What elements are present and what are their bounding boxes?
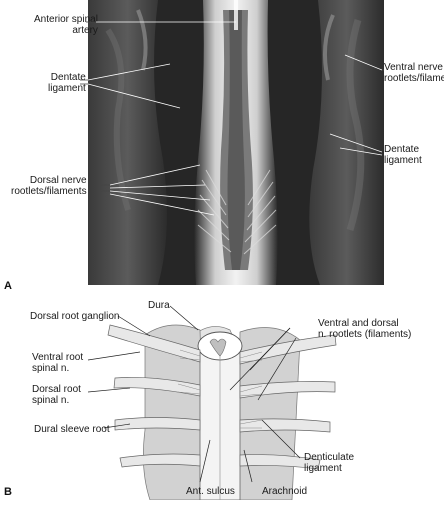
- label-anterior-spinal-artery: Anterior spinal artery: [34, 14, 98, 36]
- mri-coronal-image: [88, 0, 384, 285]
- label-dorsal-nerve-rootlets: Dorsal nerve rootlets/filaments: [11, 175, 87, 197]
- label-ventral-dorsal-rootlets: Ventral and dorsal n. rootlets (filament…: [318, 318, 412, 340]
- label-dural-sleeve-root: Dural sleeve root: [34, 424, 110, 435]
- panel-b-letter: B: [4, 486, 12, 498]
- label-dorsal-root-spinal-n: Dorsal root spinal n.: [32, 384, 81, 406]
- label-dentate-ligament-left: Dentate ligament: [48, 72, 86, 94]
- label-ventral-root-spinal-n: Ventral root spinal n.: [32, 352, 84, 374]
- label-denticulate-ligament: Denticulate ligament: [304, 452, 355, 474]
- mri-drawing: [88, 0, 384, 285]
- label-dorsal-root-ganglion: Dorsal root ganglion: [30, 311, 120, 322]
- label-ventral-nerve-rootlets: Ventral nerve rootlets/filame: [384, 62, 444, 84]
- label-dura: Dura: [148, 300, 170, 311]
- label-ant-sulcus: Ant. sulcus: [186, 486, 235, 497]
- panel-a-letter: A: [4, 280, 12, 292]
- spinal-cord-illustration: [0, 290, 444, 501]
- label-dentate-ligament-right: Dentate ligament: [384, 144, 422, 166]
- label-arachnoid: Arachnoid: [262, 486, 308, 497]
- illustration-drawing: [87, 305, 337, 501]
